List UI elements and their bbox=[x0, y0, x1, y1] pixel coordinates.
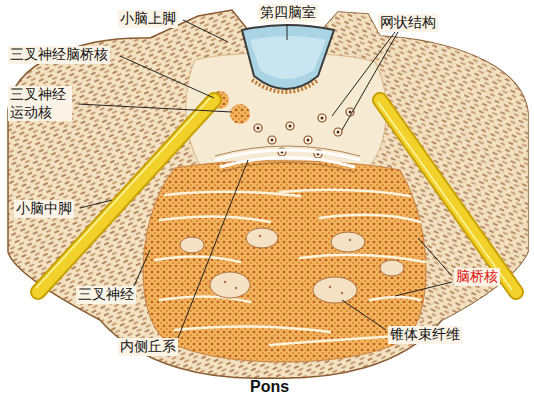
part-label: 小脑中脚 bbox=[14, 200, 74, 218]
part-label: 三叉神经脑桥核 bbox=[8, 46, 110, 64]
part-label: 锥体束纤维 bbox=[388, 326, 462, 344]
part-label: 三叉神经 bbox=[76, 286, 136, 304]
part-label: 网状结构 bbox=[378, 14, 438, 32]
caption: Pons bbox=[250, 378, 289, 396]
part-label: 脑桥核 bbox=[454, 268, 500, 286]
part-label: 小脑上脚 bbox=[118, 10, 178, 28]
part-label: 三叉神经 运动核 bbox=[8, 86, 72, 121]
part-label: 第四脑室 bbox=[258, 4, 318, 22]
part-label: 内侧丘系 bbox=[118, 338, 178, 356]
